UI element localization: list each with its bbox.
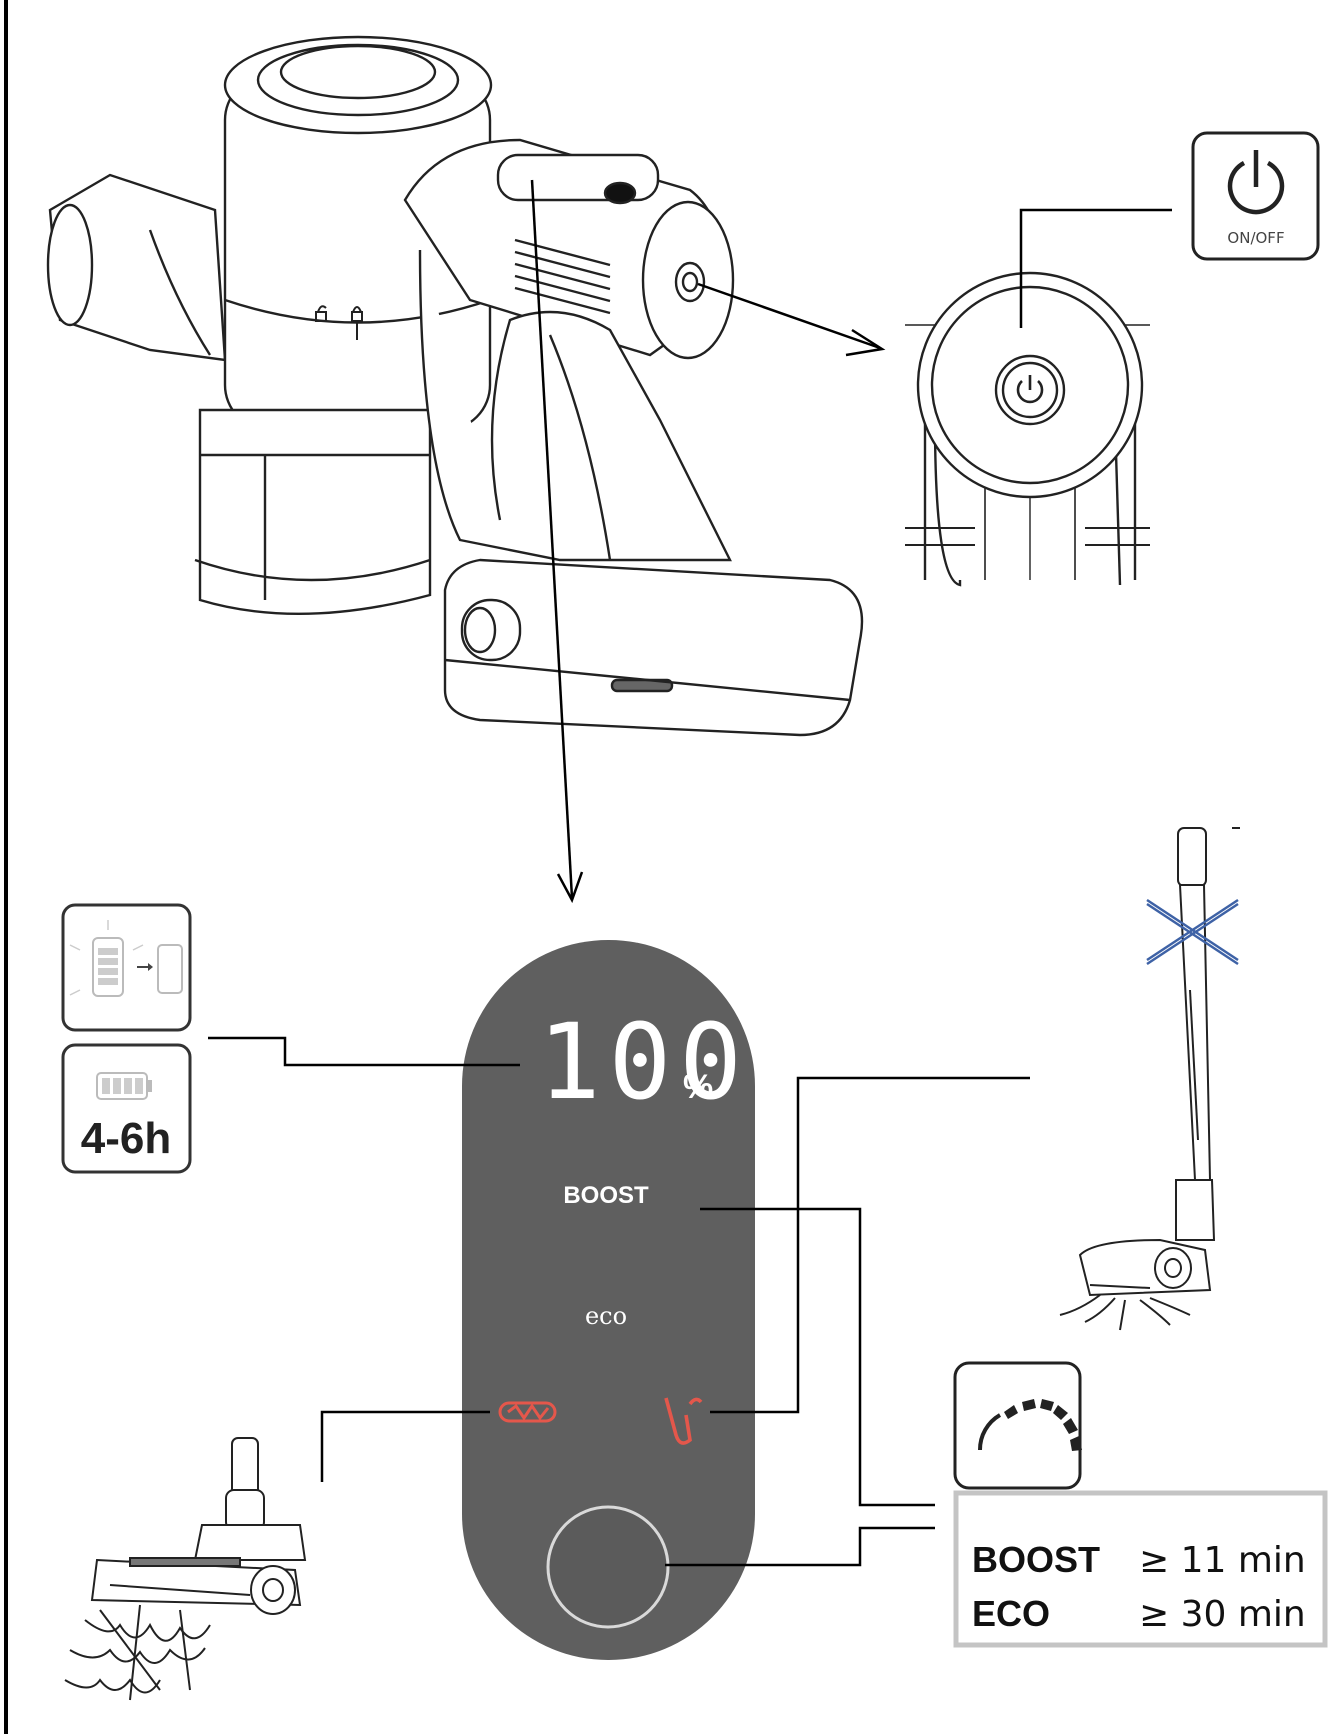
battery-charge-time-icon xyxy=(61,1043,192,1174)
on-off-icon xyxy=(1191,131,1320,261)
pipe-leader-line xyxy=(710,1076,1030,1414)
arrow-to-power-detail xyxy=(697,282,886,357)
runtime-time-boost: ≥ 11 min xyxy=(1139,1540,1306,1581)
stick-vacuum-drawing xyxy=(1059,827,1240,1331)
blocked-cross-icon xyxy=(1146,898,1239,966)
runtime-time-eco: ≥ 30 min xyxy=(1139,1594,1306,1635)
mode-boost-label: BOOST xyxy=(563,1182,649,1209)
runtime-mode-boost: BOOST xyxy=(972,1539,1100,1580)
battery-percentage-readout: 100 xyxy=(538,1001,750,1123)
runtime-table xyxy=(953,1490,1328,1648)
power-symbol-icon xyxy=(1016,375,1044,404)
runtime-mode-eco: ECO xyxy=(972,1593,1050,1634)
on-off-label: ON/OFF xyxy=(1227,229,1284,247)
battery-leader-line xyxy=(208,1036,520,1067)
battery-percentage-unit: % xyxy=(683,1068,713,1106)
brush-roll-warning-icon xyxy=(498,1401,557,1423)
lock-icon xyxy=(315,305,363,340)
leader-lines xyxy=(208,1036,1030,1567)
button-leader-line xyxy=(665,1526,935,1567)
display-panel xyxy=(462,940,755,1660)
mode-button[interactable] xyxy=(546,1505,670,1629)
power-leader-line xyxy=(1019,208,1172,328)
brush-leader-line xyxy=(320,1410,490,1482)
arrow-to-display-panel xyxy=(530,179,584,904)
pipe-blockage-warning-icon xyxy=(664,1397,703,1445)
suction-power-gauge-icon xyxy=(953,1361,1082,1490)
charge-time-label: 4-6h xyxy=(81,1114,171,1163)
battery-low-blink-icon xyxy=(61,903,192,1032)
vacuum-handheld-drawing xyxy=(46,35,864,737)
mode-eco-label: eco xyxy=(585,1302,627,1330)
boost-leader-line xyxy=(700,1207,935,1507)
floor-brush-head-drawing xyxy=(64,1437,307,1701)
